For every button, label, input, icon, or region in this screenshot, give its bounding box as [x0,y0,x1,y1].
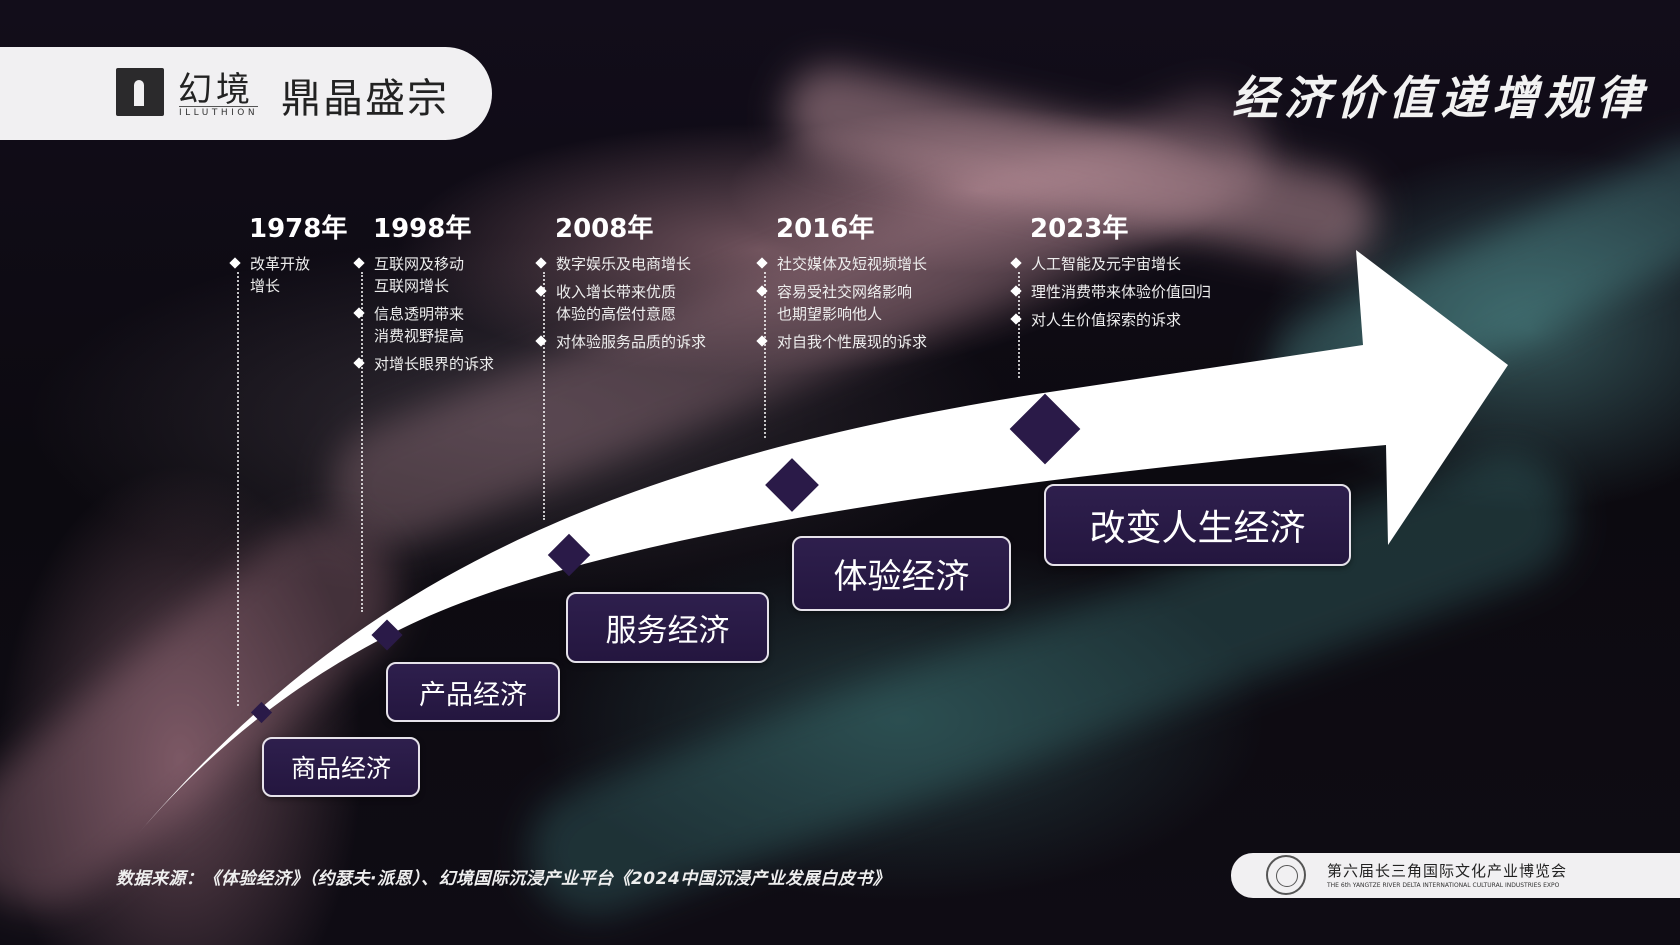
year-label: 2008年 [555,214,654,244]
stage-box-experience: 体验经济 [792,536,1011,611]
year-label: 1998年 [373,214,472,244]
timeline-points-2008: 数字娱乐及电商增长 收入增长带来优质 体验的高偿付意愿 对体验服务品质的诉求 [536,253,726,359]
stage-box-service: 服务经济 [566,592,769,663]
expo-name-cn: 第六届长三角国际文化产业博览会 [1327,862,1568,880]
timeline-point: 信息透明带来 消费视野提高 [354,303,504,347]
timeline-point: 人工智能及元宇宙增长 [1011,253,1231,275]
timeline-point: 对体验服务品质的诉求 [536,331,726,353]
stage-box-transformation: 改变人生经济 [1044,484,1351,566]
page-title: 经济价值递增规律 [1232,71,1648,125]
logo-en: ILLUTHION [179,106,259,118]
year-label: 2023年 [1030,214,1129,244]
brand-wordmark: 鼎晶盛宗 [281,76,449,122]
timeline-point: 互联网及移动 互联网增长 [354,253,504,297]
data-source-note: 数据来源：《体验经济》（约瑟夫·派恩）、幻境国际沉浸产业平台《2024中国沉浸产… [116,869,891,889]
timeline-point: 对人生价值探索的诉求 [1011,309,1231,331]
timeline-point: 数字娱乐及电商增长 [536,253,726,275]
year-label: 1978年 [249,214,348,244]
stage-box-product: 产品经济 [386,662,560,722]
expo-name-en: THE 6th YANGTZE RIVER DELTA INTERNATIONA… [1327,882,1560,889]
stage-box-commodity: 商品经济 [262,737,420,797]
timeline-point: 理性消费带来体验价值回归 [1011,281,1231,303]
timeline-line-2016 [764,272,766,438]
timeline-point: 对自我个性展现的诉求 [757,331,957,353]
timeline-points-1978: 改革开放 增长 [230,253,340,303]
timeline-points-2023: 人工智能及元宇宙增长 理性消费带来体验价值回归 对人生价值探索的诉求 [1011,253,1231,337]
logo-cn: 幻境 [178,70,254,110]
header-logo-bar [0,47,492,140]
timeline-line-1998 [361,272,363,612]
timeline-point: 容易受社交网络影响 也期望影响他人 [757,281,957,325]
expo-emblem-icon [1266,855,1306,895]
timeline-line-1978 [237,272,239,706]
timeline-point: 对增长眼界的诉求 [354,353,504,375]
timeline-point: 收入增长带来优质 体验的高偿付意愿 [536,281,726,325]
illuthion-logo-icon [116,68,164,116]
timeline-points-1998: 互联网及移动 互联网增长 信息透明带来 消费视野提高 对增长眼界的诉求 [354,253,504,381]
timeline-points-2016: 社交媒体及短视频增长 容易受社交网络影响 也期望影响他人 对自我个性展现的诉求 [757,253,957,359]
timeline-point: 改革开放 增长 [230,253,340,297]
timeline-line-2008 [543,272,545,520]
timeline-point: 社交媒体及短视频增长 [757,253,957,275]
year-label: 2016年 [776,214,875,244]
